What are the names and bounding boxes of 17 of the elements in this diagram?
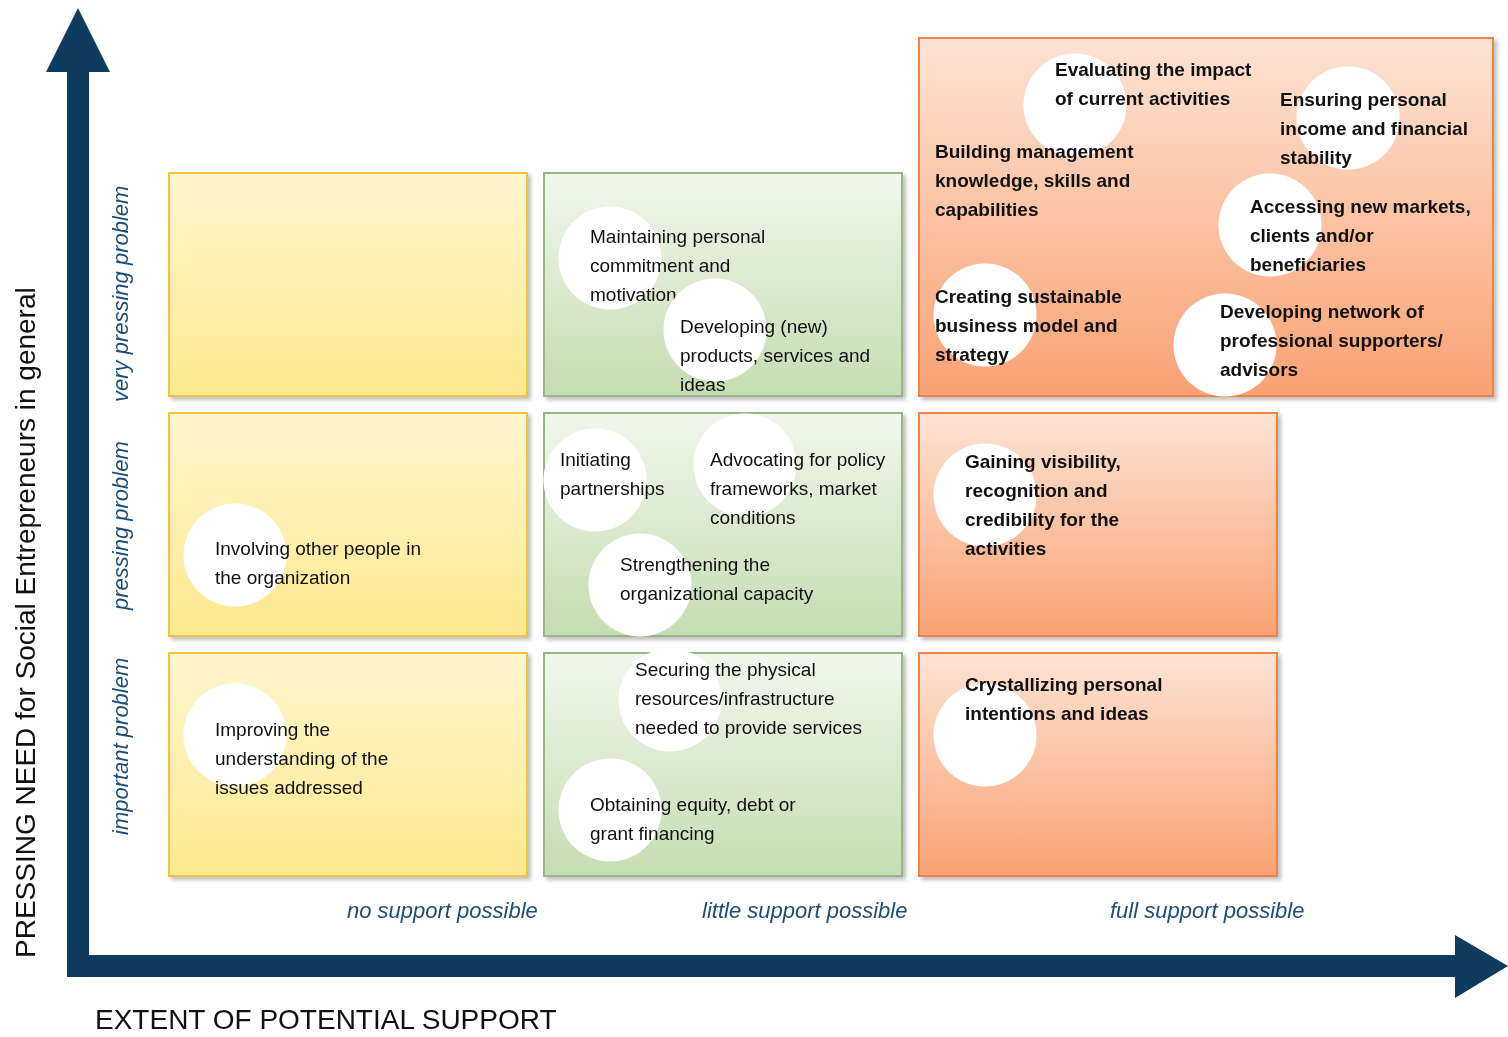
matrix-cell xyxy=(168,412,528,637)
axis-title: PRESSING NEED for Social Entrepreneurs in general xyxy=(10,287,42,958)
axis-label: little support possible xyxy=(702,898,908,924)
matrix-cell xyxy=(918,37,1494,397)
axis-label: important problem xyxy=(108,657,134,835)
axis-label: pressing problem xyxy=(108,441,134,610)
matrix-cell xyxy=(543,412,903,637)
matrix-cell xyxy=(543,172,903,397)
axis-label: very pressing problem xyxy=(108,185,134,402)
matrix-cell xyxy=(918,652,1278,877)
matrix-cell xyxy=(168,172,528,397)
axis-label: full support possible xyxy=(1110,898,1305,924)
axis-label: no support possible xyxy=(347,898,538,924)
matrix-cell xyxy=(168,652,528,877)
item-text: Building management knowledge, skills and capabilities xyxy=(935,140,1135,222)
axis-title: EXTENT OF POTENTIAL SUPPORT xyxy=(95,1004,557,1036)
matrix-cell xyxy=(918,412,1278,637)
